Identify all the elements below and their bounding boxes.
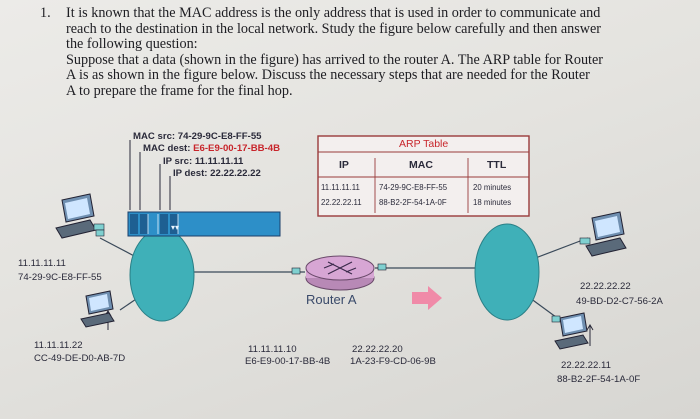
mac-dest-value: E6-E9-00-17-BB-4B (193, 143, 281, 154)
arrow-up-icon (586, 324, 594, 346)
network-cloud-right (474, 223, 540, 321)
svg-text:▾▾: ▾▾ (171, 223, 179, 232)
network-cloud-left (129, 228, 195, 322)
host-a-ip: 11.11.11.11 (18, 258, 66, 269)
computer-icon (579, 211, 627, 257)
question-line: A is as shown in the figure below. Discu… (66, 67, 590, 84)
question-number: 1. (40, 5, 51, 21)
router-right-mac: 1A-23-F9-CD-06-9B (350, 356, 436, 367)
question-line: A to prepare the frame for the final hop… (66, 82, 293, 99)
forward-arrow-icon (412, 286, 442, 310)
router-right-ip: 22.22.22.20 (352, 344, 403, 355)
frame-field (140, 214, 148, 234)
host-d-mac: 88-B2-2F-54-1A-0F (557, 374, 641, 385)
router-label: Router A (306, 292, 357, 307)
arp-cell-ip: 22.22.22.11 (321, 198, 362, 207)
question-line: It is known that the MAC address is the … (66, 5, 601, 21)
router-icon (323, 261, 357, 275)
mac-dest-prefix: MAC dest: (143, 143, 194, 154)
computer-icon (80, 290, 115, 328)
link-host-a-net1 (99, 237, 139, 259)
router-left-ip: 11.11.11.10 (248, 344, 297, 355)
frame-field (130, 214, 138, 234)
host-d-ip: 22.22.22.11 (561, 360, 611, 371)
arp-header-ttl: TTL (487, 159, 507, 171)
host-b-mac: CC-49-DE-D0-AB-7D (34, 353, 126, 364)
host-a-mac: 74-29-9C-E8-FF-55 (18, 272, 102, 283)
host-c-ip: 22.22.22.22 (580, 281, 631, 292)
arp-cell-ip: 11.11.11.11 (321, 183, 360, 192)
ip-dest-label: IP dest: 22.22.22.22 (173, 168, 261, 179)
mac-src-label: MAC src: 74-29-9C-E8-FF-55 (133, 131, 262, 142)
computer-icon (554, 312, 589, 350)
ip-src-label: IP src: 11.11.11.11 (163, 156, 244, 167)
question-line: reach to the destination in the local ne… (66, 20, 602, 37)
arp-table-title: ARP Table (399, 138, 449, 150)
arp-cell-ttl: 18 minutes (473, 198, 512, 207)
arp-table-box (317, 135, 530, 217)
question-line: the following question: (66, 36, 198, 53)
host-c-mac: 49-BD-D2-C7-56-2A (576, 296, 663, 307)
computer-icon (55, 193, 105, 239)
frame-packet (127, 211, 281, 237)
question-text: It is known that the MAC address is the … (66, 5, 690, 100)
frame-field (170, 214, 178, 234)
router-left-mac: E6-E9-00-17-BB-4B (245, 356, 331, 367)
host-b-ip: 11.11.11.22 (34, 340, 83, 351)
mac-dest-label: MAC dest: E6-E9-00-17-BB-4B (143, 143, 280, 154)
frame-field (160, 214, 168, 234)
arp-cell-mac: 88-B2-2F-54-1A-0F (379, 198, 447, 207)
question-line: Suppose that a data (shown in the figure… (66, 51, 604, 68)
arp-cell-ttl: 20 minutes (473, 183, 512, 192)
arp-cell-mac: 74-29-9C-E8-FF-55 (379, 183, 448, 192)
arp-header-ip: IP (339, 159, 349, 171)
arp-header-mac: MAC (409, 159, 433, 171)
